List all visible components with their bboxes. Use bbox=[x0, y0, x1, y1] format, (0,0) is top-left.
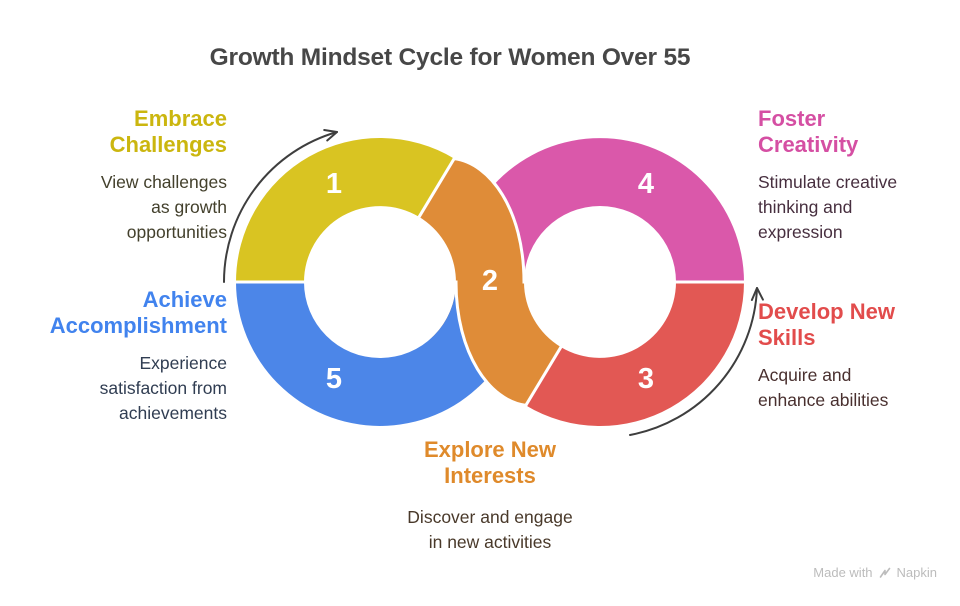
heading-line: Explore New bbox=[423, 437, 557, 462]
segment-develop-new-skills bbox=[525, 282, 744, 426]
watermark-prefix: Made with bbox=[813, 565, 873, 580]
segment-foster-creativity bbox=[456, 138, 744, 282]
watermark-brand: Napkin bbox=[896, 565, 937, 580]
desc-line: achievements bbox=[119, 403, 227, 423]
step-number-2: 2 bbox=[482, 265, 498, 297]
divider-red-orange bbox=[523, 345, 563, 408]
step-description: Acquire and enhance abilities bbox=[758, 363, 958, 413]
heading-line: Interests bbox=[444, 463, 536, 488]
step-heading: Achieve Accomplishment bbox=[2, 287, 227, 339]
step-number-5: 5 bbox=[326, 363, 342, 395]
arrow-bottom-right-icon bbox=[629, 287, 764, 436]
label-develop-new-skills: Develop New Skills Acquire and enhance a… bbox=[758, 299, 958, 413]
napkin-logo-icon bbox=[879, 567, 890, 578]
divider-yellow-orange bbox=[417, 156, 457, 219]
heading-line: Foster bbox=[758, 106, 826, 131]
desc-line: opportunities bbox=[126, 222, 227, 242]
step-number-3: 3 bbox=[638, 363, 654, 395]
desc-line: Experience bbox=[139, 353, 227, 373]
step-heading: Develop New Skills bbox=[758, 299, 958, 351]
step-number-1: 1 bbox=[326, 168, 342, 200]
step-number-4: 4 bbox=[638, 168, 654, 200]
segment-achieve-accomplishment bbox=[236, 282, 524, 426]
heading-line: Challenges bbox=[109, 132, 227, 157]
label-foster-creativity: Foster Creativity Stimulate creative thi… bbox=[758, 106, 958, 245]
label-achieve-accomplishment: Achieve Accomplishment Experience satisf… bbox=[2, 287, 227, 426]
desc-line: satisfaction from bbox=[99, 378, 227, 398]
arrow-top-left-icon bbox=[223, 129, 338, 283]
desc-line: Acquire and bbox=[758, 365, 852, 385]
step-description: Experience satisfaction from achievement… bbox=[2, 351, 227, 426]
desc-line: thinking and bbox=[758, 197, 853, 217]
heading-line: Embrace bbox=[134, 106, 227, 131]
label-embrace-challenges: Embrace Challenges View challenges as gr… bbox=[2, 106, 227, 245]
desc-line: as growth bbox=[151, 197, 227, 217]
heading-line: Achieve bbox=[142, 287, 227, 312]
segment-dividers bbox=[234, 156, 746, 408]
desc-line: expression bbox=[758, 222, 843, 242]
desc-line: View challenges bbox=[100, 172, 227, 192]
desc-line: enhance abilities bbox=[758, 390, 889, 410]
heading-line: Creativity bbox=[758, 132, 859, 157]
step-heading: Embrace Challenges bbox=[2, 106, 227, 158]
desc-line: Stimulate creative bbox=[758, 172, 898, 192]
step-description: Discover and engage in new activities bbox=[340, 505, 640, 555]
divider-orange-pink bbox=[452, 156, 526, 284]
desc-line: in new activities bbox=[428, 532, 552, 552]
heading-line: Skills bbox=[758, 325, 816, 350]
step-heading: Foster Creativity bbox=[758, 106, 958, 158]
heading-line: Develop New bbox=[758, 299, 895, 324]
heading-line: Accomplishment bbox=[49, 313, 227, 338]
step-description: View challenges as growth opportunities bbox=[2, 170, 227, 245]
watermark: Made with Napkin bbox=[813, 565, 937, 580]
divider-blue-orange bbox=[454, 280, 528, 408]
segment-embrace-challenges bbox=[236, 138, 455, 282]
desc-line: Discover and engage bbox=[407, 507, 573, 527]
page-title: Growth Mindset Cycle for Women Over 55 bbox=[209, 44, 691, 71]
step-heading: Explore New Interests bbox=[340, 437, 640, 489]
step-description: Stimulate creative thinking and expressi… bbox=[758, 170, 958, 245]
label-explore-new-interests: Explore New Interests Discover and engag… bbox=[340, 437, 640, 555]
